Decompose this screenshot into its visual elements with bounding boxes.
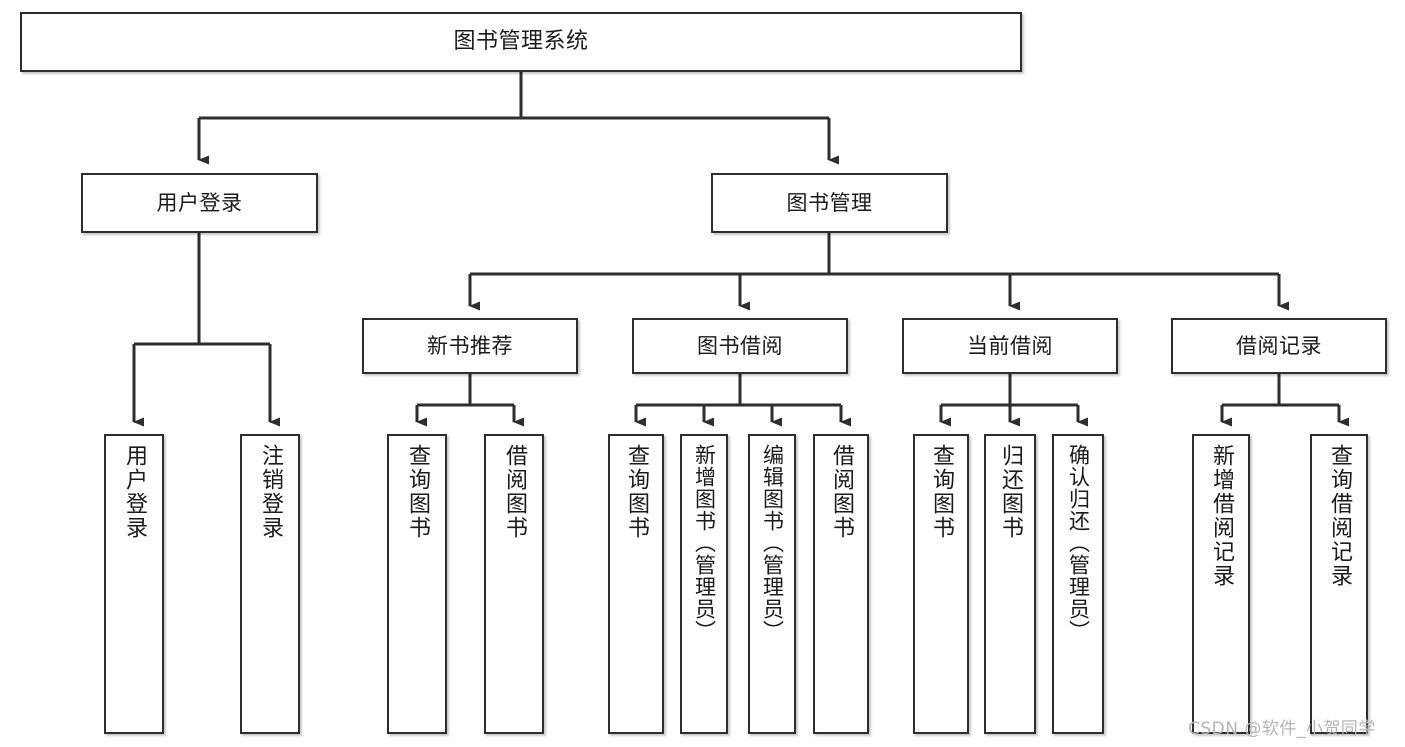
leaf-add-borrow-record[interactable]: 新增借阅记录: [1192, 434, 1250, 734]
leaf-add-book-admin[interactable]: 新增图书（管理员）: [680, 434, 728, 734]
node-label: 新增图书（管理员）: [692, 444, 717, 642]
node-label: 查询图书: [929, 444, 954, 540]
node-borrowing-record[interactable]: 借阅记录: [1171, 318, 1387, 374]
node-new-book-recommendation[interactable]: 新书推荐: [362, 318, 578, 374]
leaf-query-book-new[interactable]: 查询图书: [387, 434, 447, 734]
leaf-return-book[interactable]: 归还图书: [984, 434, 1036, 734]
node-label: 图书管理系统: [453, 29, 589, 55]
node-label: 确认归还（管理员）: [1066, 444, 1091, 642]
node-label: 查询图书: [624, 444, 649, 540]
node-label: 注销登录: [258, 444, 283, 540]
node-label: 图书管理: [786, 190, 873, 215]
leaf-edit-book-admin[interactable]: 编辑图书（管理员）: [748, 434, 796, 734]
node-book-borrowing[interactable]: 图书借阅: [632, 318, 848, 374]
csdn-watermark: CSDN @软件_小贺同学: [1188, 719, 1376, 739]
leaf-user-login[interactable]: 用户登录: [104, 434, 164, 734]
node-label: 借阅图书: [829, 444, 854, 540]
node-label: 借阅记录: [1236, 333, 1322, 358]
node-label: 图书借阅: [697, 333, 783, 358]
leaf-borrow-book[interactable]: 借阅图书: [813, 434, 869, 734]
leaf-borrow-book-new[interactable]: 借阅图书: [484, 434, 544, 734]
node-label: 查询图书: [405, 444, 430, 540]
node-root-book-management-system[interactable]: 图书管理系统: [20, 12, 1022, 72]
node-label: 新书推荐: [427, 333, 513, 358]
node-label: 新增借阅记录: [1209, 444, 1234, 588]
node-label: 用户登录: [156, 190, 243, 215]
leaf-query-book-current[interactable]: 查询图书: [913, 434, 969, 734]
leaf-query-borrow-record[interactable]: 查询借阅记录: [1310, 434, 1368, 734]
leaf-confirm-return-admin[interactable]: 确认归还（管理员）: [1052, 434, 1104, 734]
node-label: 借阅图书: [502, 444, 527, 540]
node-label: 用户登录: [122, 444, 147, 540]
node-label: 查询借阅记录: [1327, 444, 1352, 588]
node-label: 当前借阅: [967, 333, 1053, 358]
node-user-login[interactable]: 用户登录: [81, 173, 318, 233]
node-label: 归还图书: [998, 444, 1023, 540]
node-current-borrowing[interactable]: 当前借阅: [902, 318, 1118, 374]
node-book-management[interactable]: 图书管理: [711, 173, 948, 233]
node-label: 编辑图书（管理员）: [760, 444, 785, 642]
leaf-logout[interactable]: 注销登录: [240, 434, 300, 734]
leaf-query-book-borrow[interactable]: 查询图书: [608, 434, 664, 734]
